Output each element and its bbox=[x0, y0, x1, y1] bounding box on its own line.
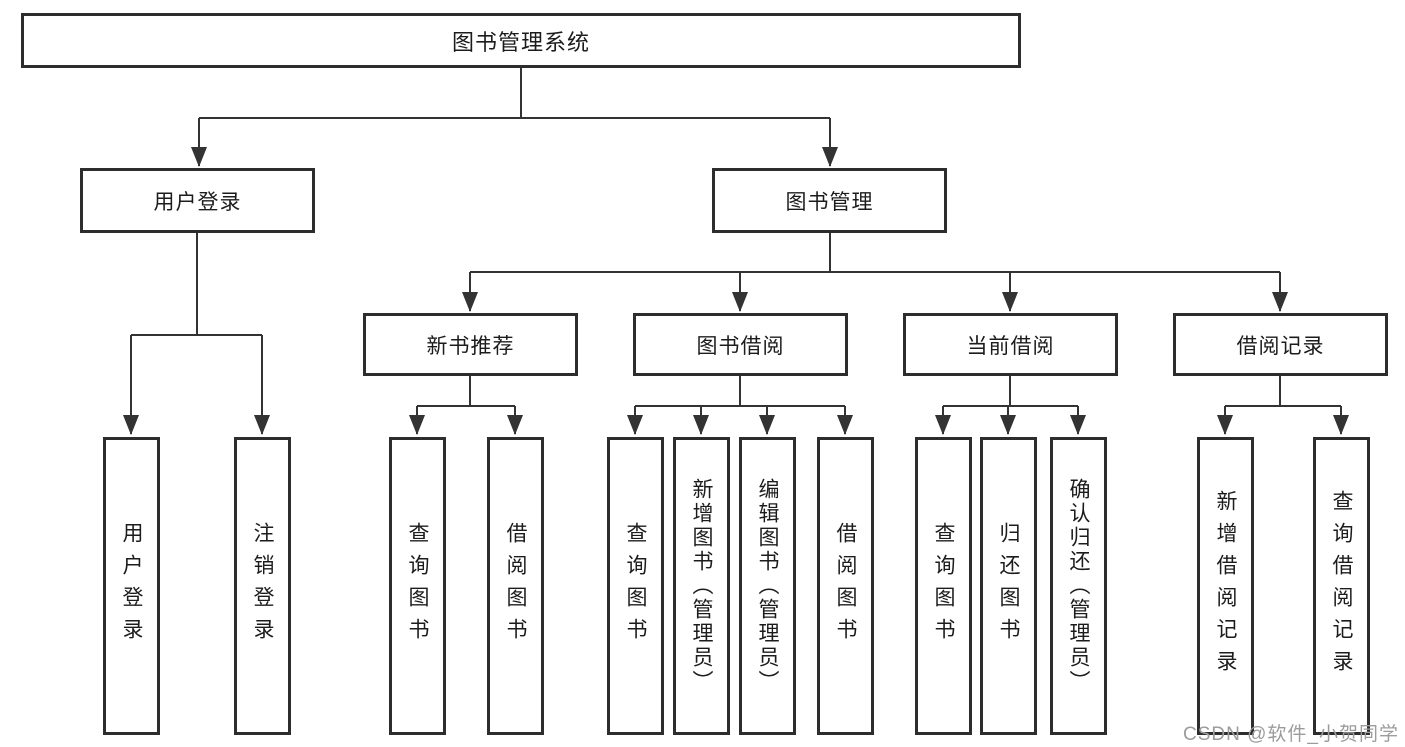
node-leaf-query-book-1: 查询图书 bbox=[389, 437, 446, 735]
node-user-login: 用户登录 bbox=[80, 168, 315, 233]
node-leaf-confirm-return-admin: 确认归还（管理员） bbox=[1050, 437, 1107, 735]
node-borrow-records: 借阅记录 bbox=[1173, 313, 1388, 376]
node-leaf-borrow-book-1: 借阅图书 bbox=[487, 437, 544, 735]
node-book-borrow: 图书借阅 bbox=[633, 313, 848, 376]
node-leaf-user-login: 用户登录 bbox=[103, 437, 160, 735]
node-leaf-edit-book-admin: 编辑图书（管理员） bbox=[739, 437, 796, 735]
node-leaf-query-book-3: 查询图书 bbox=[915, 437, 972, 735]
node-leaf-query-borrow-record: 查询借阅记录 bbox=[1313, 437, 1370, 735]
node-leaf-logout: 注销登录 bbox=[234, 437, 291, 735]
node-book-management: 图书管理 bbox=[712, 168, 947, 233]
node-current-borrow: 当前借阅 bbox=[903, 313, 1118, 376]
csdn-watermark: CSDN @软件_小贺同学 bbox=[1183, 724, 1399, 745]
node-root-system: 图书管理系统 bbox=[21, 13, 1021, 68]
node-leaf-return-book: 归还图书 bbox=[980, 437, 1037, 735]
node-leaf-borrow-book-2: 借阅图书 bbox=[817, 437, 874, 735]
node-new-book-recommend: 新书推荐 bbox=[363, 313, 578, 376]
node-leaf-add-book-admin: 新增图书（管理员） bbox=[673, 437, 730, 735]
node-leaf-add-borrow-record: 新增借阅记录 bbox=[1197, 437, 1254, 735]
node-leaf-query-book-2: 查询图书 bbox=[607, 437, 664, 735]
